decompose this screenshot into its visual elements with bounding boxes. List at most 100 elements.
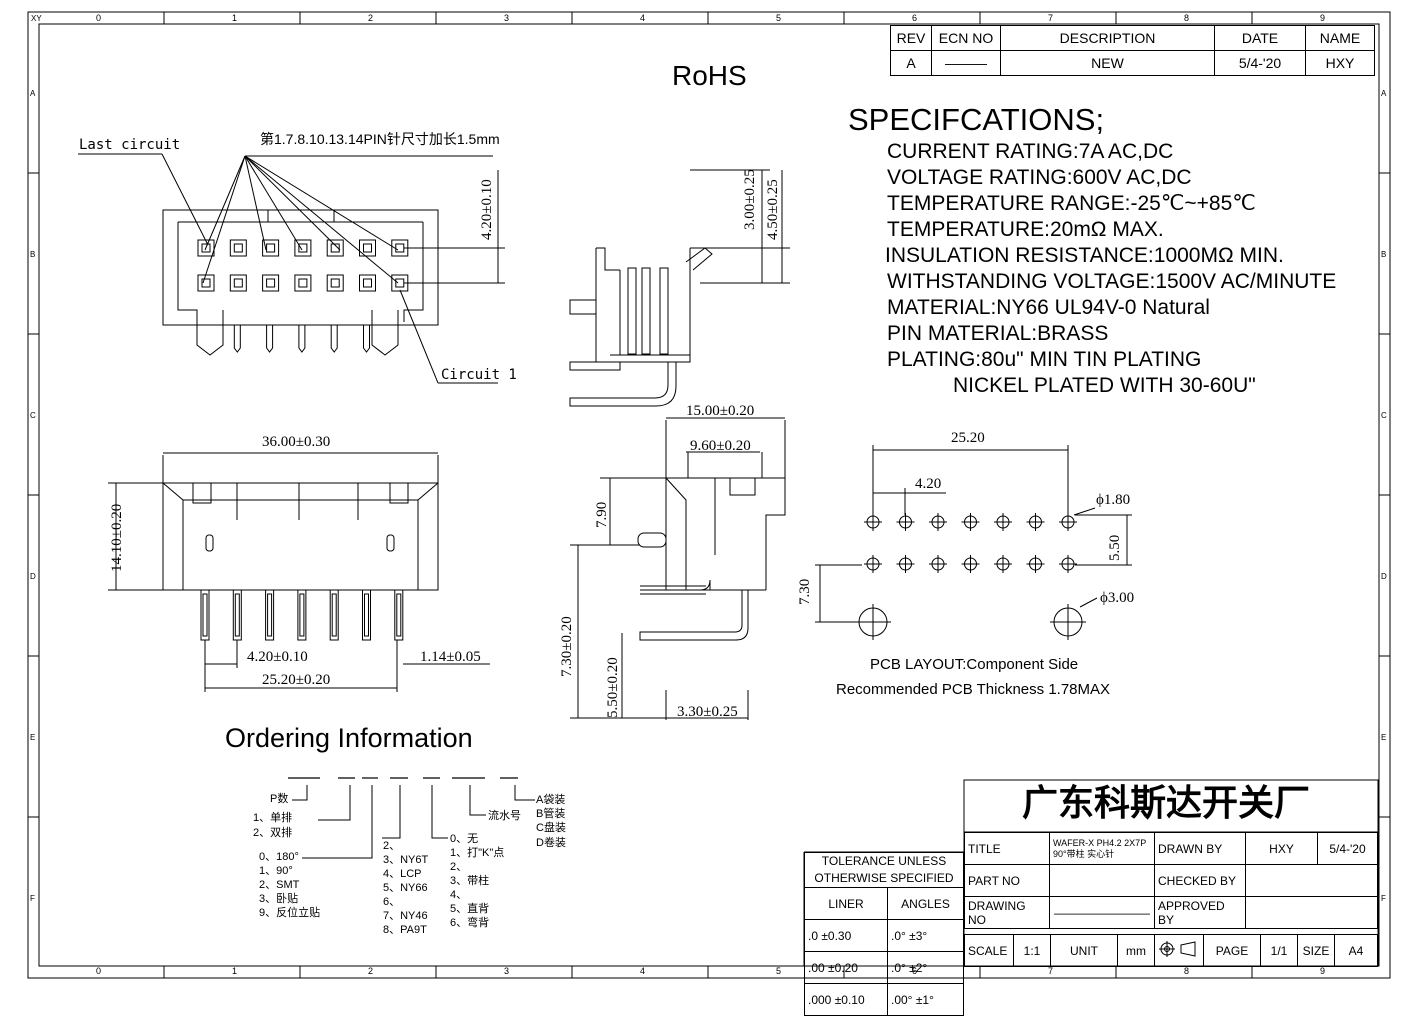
pin-cavity (197, 274, 215, 292)
zone-letter: E (30, 733, 36, 742)
spec-line: INSULATION RESISTANCE:1000MΩ MIN. (885, 244, 1284, 267)
front-view (162, 209, 439, 356)
pin-cavity (326, 274, 344, 292)
leaders (78, 153, 505, 384)
zone-number: 0 (96, 966, 102, 976)
ordering-packing-option: C盘装 (536, 822, 566, 834)
zone-number: 1 (232, 13, 238, 23)
unit-value: mm (1117, 934, 1155, 967)
date-header: DATE (1214, 25, 1306, 51)
pin-square (298, 278, 308, 288)
pin-cavity (326, 239, 344, 257)
pcb-dim-4-20: 4.20 (915, 476, 942, 492)
drawn-date: 5/4-'20 (1317, 832, 1378, 865)
zone-number: 3 (504, 13, 510, 23)
pin-square (233, 243, 243, 253)
zone-letter: F (1381, 894, 1386, 903)
tolerance-angle: .00° ±1° (887, 983, 964, 1016)
liner-header: LINER (804, 887, 888, 920)
pin-square (395, 243, 405, 253)
ordering-packing-option: B管装 (536, 808, 566, 820)
pin-note: 第1.7.8.10.13.14PIN针尺寸加长1.5mm (260, 131, 500, 147)
projection-symbol-icon (1154, 934, 1204, 967)
ordering-material-option: 7、NY46 (383, 910, 428, 922)
tolerance-title-2: OTHERWISE SPECIFIED (804, 869, 964, 888)
rev-header: REV (890, 25, 932, 51)
specs-title: SPECIFCATIONS; (848, 102, 1105, 137)
revision-row: A ——— NEW 5/4-'20 HXY (890, 50, 1375, 76)
zone-letter: F (30, 894, 35, 903)
spec-line: CURRENT RATING:7A AC,DC (887, 140, 1174, 163)
drawn-by-label: DRAWN BY (1154, 832, 1246, 865)
pin-tail (233, 325, 241, 353)
bottom-pins (200, 589, 404, 641)
pcb-dim-phi-1-80: ϕ1.80 (1096, 492, 1131, 508)
pin-leg (200, 589, 210, 641)
front-pins (197, 239, 409, 353)
pin-square (298, 243, 308, 253)
pin-cavity (229, 274, 247, 292)
spec-line: TEMPERATURE:20mΩ MAX. (887, 218, 1164, 241)
zone-number: 5 (776, 13, 782, 23)
ordering-material-option: 2、 (383, 840, 401, 852)
projection-icon (1159, 941, 1196, 957)
tolerance-angle: .0° ±3° (887, 919, 964, 952)
zone-number: 9 (1320, 966, 1326, 976)
dim-15-00: 15.00±0.20 (686, 403, 755, 419)
zone-number: 7 (1048, 966, 1054, 976)
ordering-serial: 流水号 (488, 810, 521, 822)
pin-inner (331, 593, 337, 637)
dim-4-50: 4.50±0.25 (765, 179, 781, 240)
ordering-title: Ordering Information (225, 723, 473, 753)
pin-tail (330, 325, 338, 353)
zone-letter: B (1381, 250, 1387, 259)
approved-by-value (1245, 896, 1378, 929)
ordering-feature-option: 1、打"K"点 (450, 847, 505, 859)
pin-inner (202, 593, 208, 637)
ordering-leaders (292, 785, 535, 859)
pin-square (395, 278, 405, 288)
rev-value: A (890, 50, 932, 76)
scale-value: 1:1 (1013, 934, 1051, 967)
tolerance-liner: .000 ±0.10 (804, 983, 888, 1016)
pin-inner (267, 593, 273, 637)
last-circuit-label: Last circuit (79, 137, 181, 153)
pin-leg (394, 589, 404, 641)
pin-leg (329, 589, 339, 641)
ordering-feature-option: 5、直背 (450, 903, 490, 915)
pin-cavity (262, 274, 280, 292)
ordering-feature-option: 4、 (450, 889, 468, 901)
revision-header-row: REV ECN NO DESCRIPTION DATE NAME (890, 25, 1375, 51)
zone-number: 2 (368, 966, 374, 976)
ordering-feature-option: 6、弯背 (450, 917, 490, 929)
dim-7-30: 7.30±0.20 (559, 616, 575, 677)
page-value: 1/1 (1260, 934, 1298, 967)
ordering-feature-option: 2、 (450, 861, 468, 873)
pin-cavity (359, 239, 376, 257)
pcb-mount-holes (855, 604, 1086, 640)
scale-label: SCALE (964, 934, 1014, 967)
pin-leg (297, 589, 307, 641)
pcb-dim-phi-3-00: ϕ3.00 (1100, 590, 1135, 606)
bottom-view (108, 452, 439, 591)
pin-leg (232, 589, 242, 641)
drawn-by-value: HXY (1245, 832, 1318, 865)
zone-letter: B (30, 250, 36, 259)
zone-number: 8 (1184, 13, 1190, 23)
dim-4-20-pitch: 4.20±0.10 (247, 649, 308, 665)
name-header: NAME (1305, 25, 1375, 51)
spec-line: PIN MATERIAL:BRASS (887, 322, 1109, 345)
pin-cavity (229, 239, 247, 257)
pin-square (233, 278, 243, 288)
pcb-layout (815, 445, 1132, 623)
pin-square (201, 278, 211, 288)
page-label: PAGE (1203, 934, 1261, 967)
zone-number: 5 (776, 966, 782, 976)
drawing-no-label: DRAWING NO (964, 896, 1050, 929)
zone-letter: C (30, 411, 36, 420)
spec-line: NICKEL PLATED WITH 30-60U" (953, 374, 1256, 397)
dim-4-20-vertical: 4.20±0.10 (479, 179, 495, 240)
tolerance-liner: .00 ±0.20 (804, 951, 888, 984)
checked-by-value (1245, 864, 1378, 897)
